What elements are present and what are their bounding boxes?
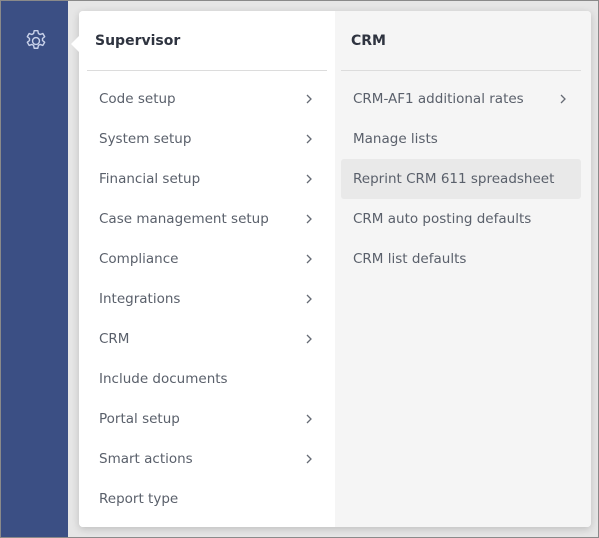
- gear-icon: [26, 30, 46, 49]
- menu-item-label: Case management setup: [99, 211, 269, 227]
- chevron-right-icon: [303, 253, 315, 265]
- menu-item-label: Include documents: [99, 371, 228, 387]
- supervisor-title: Supervisor: [95, 33, 181, 49]
- supervisor-column: Supervisor Code setup System setup Finan…: [79, 11, 335, 527]
- menu-item-label: Code setup: [99, 91, 176, 107]
- menu-item-financial-setup[interactable]: Financial setup: [87, 159, 327, 199]
- chevron-right-icon: [303, 133, 315, 145]
- crm-submenu: CRM-AF1 additional rates Manage lists Re…: [341, 79, 581, 279]
- menu-item-label: Portal setup: [99, 411, 180, 427]
- supervisor-menu-panel: Supervisor Code setup System setup Finan…: [71, 11, 591, 527]
- menu-item-report-type[interactable]: Report type: [87, 479, 327, 519]
- supervisor-menu: Code setup System setup Financial setup …: [87, 79, 327, 519]
- menu-item-label: CRM auto posting defaults: [353, 211, 532, 227]
- menu-item-label: CRM list defaults: [353, 251, 467, 267]
- menu-item-label: Smart actions: [99, 451, 193, 467]
- side-rail: [1, 1, 68, 537]
- menu-item-label: Compliance: [99, 251, 179, 267]
- menu-item-label: Integrations: [99, 291, 181, 307]
- chevron-right-icon: [303, 453, 315, 465]
- crm-submenu-column: CRM CRM-AF1 additional rates Manage list…: [335, 11, 591, 527]
- chevron-right-icon: [303, 333, 315, 345]
- menu-item-label: Report type: [99, 491, 179, 507]
- chevron-right-icon: [303, 293, 315, 305]
- submenu-item-crm-af1-additional-rates[interactable]: CRM-AF1 additional rates: [341, 79, 581, 119]
- chevron-right-icon: [303, 93, 315, 105]
- menu-item-label: Reprint CRM 611 spreadsheet: [353, 171, 555, 187]
- menu-item-case-management-setup[interactable]: Case management setup: [87, 199, 327, 239]
- menu-item-code-setup[interactable]: Code setup: [87, 79, 327, 119]
- chevron-right-icon: [557, 93, 569, 105]
- menu-item-label: Financial setup: [99, 171, 201, 187]
- submenu-item-manage-lists[interactable]: Manage lists: [341, 119, 581, 159]
- submenu-item-crm-list-defaults[interactable]: CRM list defaults: [341, 239, 581, 279]
- chevron-right-icon: [303, 173, 315, 185]
- menu-item-label: System setup: [99, 131, 192, 147]
- menu-item-smart-actions[interactable]: Smart actions: [87, 439, 327, 479]
- settings-button[interactable]: [22, 27, 50, 55]
- menu-item-integrations[interactable]: Integrations: [87, 279, 327, 319]
- supervisor-divider: [87, 70, 327, 71]
- menu-item-label: CRM: [99, 331, 130, 347]
- menu-item-portal-setup[interactable]: Portal setup: [87, 399, 327, 439]
- menu-item-label: Manage lists: [353, 131, 438, 147]
- panel-pointer: [71, 36, 79, 52]
- crm-divider: [341, 70, 581, 71]
- chevron-right-icon: [303, 213, 315, 225]
- chevron-right-icon: [303, 413, 315, 425]
- menu-item-label: CRM-AF1 additional rates: [353, 91, 524, 107]
- submenu-item-crm-auto-posting-defaults[interactable]: CRM auto posting defaults: [341, 199, 581, 239]
- crm-title: CRM: [351, 33, 386, 49]
- menu-item-crm[interactable]: CRM: [87, 319, 327, 359]
- menu-item-include-documents[interactable]: Include documents: [87, 359, 327, 399]
- submenu-item-reprint-crm-611-spreadsheet[interactable]: Reprint CRM 611 spreadsheet: [341, 159, 581, 199]
- menu-item-compliance[interactable]: Compliance: [87, 239, 327, 279]
- menu-item-system-setup[interactable]: System setup: [87, 119, 327, 159]
